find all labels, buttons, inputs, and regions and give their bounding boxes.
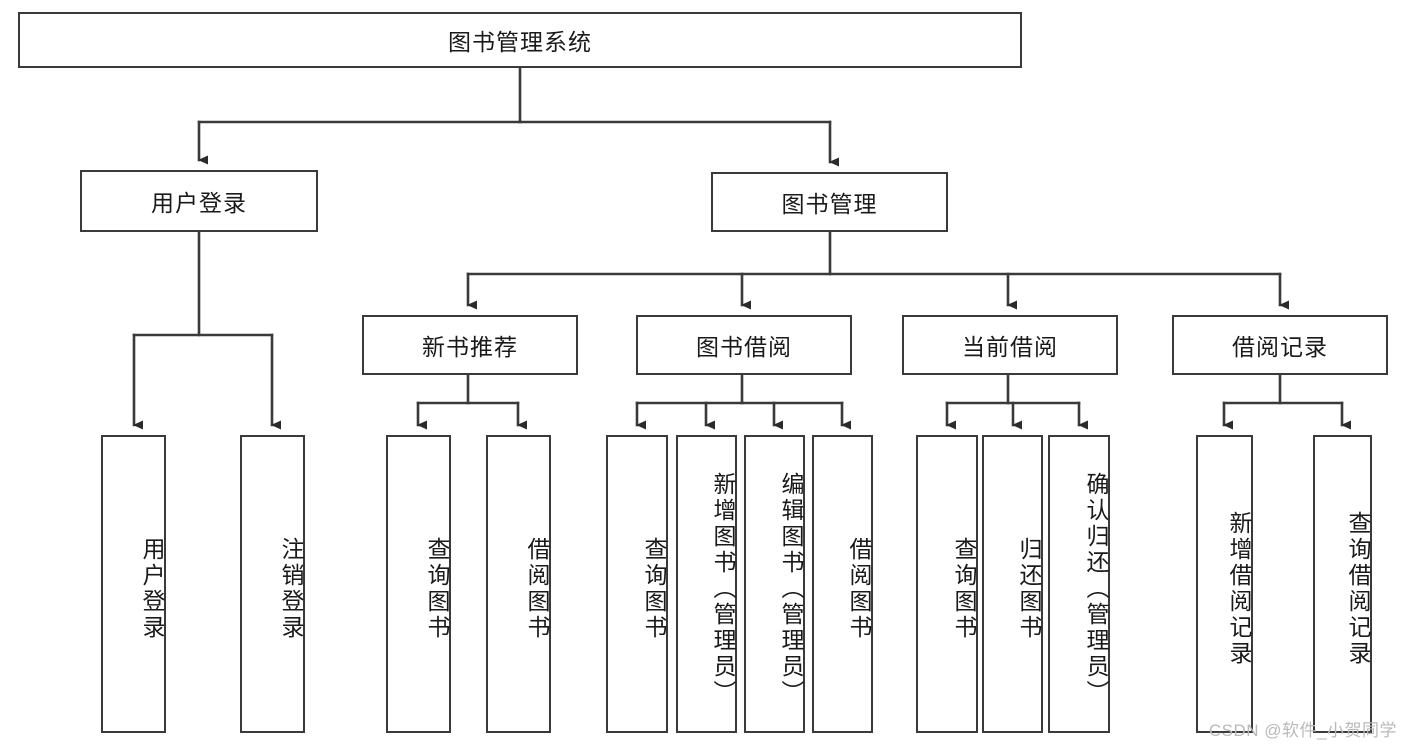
node-leaf-logout-login-label: 注销登录	[278, 537, 304, 641]
node-root[interactable]: 图书管理系统	[18, 12, 1022, 68]
node-leaf-user-login[interactable]: 用户登录	[101, 435, 166, 733]
node-borrow-record[interactable]: 借阅记录	[1172, 315, 1388, 375]
node-book-manage-label: 图书管理	[781, 191, 878, 217]
node-leaf-add-record[interactable]: 新增借阅记录	[1196, 435, 1253, 733]
node-leaf-borrow-book-1-label: 借阅图书	[524, 537, 550, 641]
node-leaf-query-record[interactable]: 查询借阅记录	[1313, 435, 1372, 733]
node-new-book-recommend-label: 新书推荐	[422, 334, 518, 360]
node-leaf-borrow-book-2[interactable]: 借阅图书	[812, 435, 873, 733]
node-leaf-return-book-label: 归还图书	[1016, 537, 1042, 641]
node-root-label: 图书管理系统	[448, 29, 592, 55]
node-new-book-recommend[interactable]: 新书推荐	[362, 315, 578, 375]
node-leaf-query-book-3[interactable]: 查询图书	[916, 435, 978, 733]
node-current-borrow-label: 当前借阅	[962, 334, 1058, 360]
node-current-borrow[interactable]: 当前借阅	[902, 315, 1118, 375]
node-leaf-confirm-return[interactable]: 确认归还（管理员）	[1048, 435, 1110, 733]
node-leaf-query-record-label: 查询借阅记录	[1345, 511, 1371, 667]
node-leaf-add-book-label: 新增图书（管理员）	[710, 472, 736, 706]
node-book-manage[interactable]: 图书管理	[711, 172, 948, 232]
node-leaf-user-login-label: 用户登录	[139, 537, 165, 641]
node-leaf-query-book-2-label: 查询图书	[641, 537, 667, 641]
csdn-watermark: CSDN @软件_小贺同学	[1208, 721, 1397, 740]
node-leaf-edit-book-label: 编辑图书（管理员）	[778, 472, 804, 706]
node-leaf-add-record-label: 新增借阅记录	[1226, 511, 1252, 667]
node-borrow-record-label: 借阅记录	[1232, 334, 1328, 360]
node-leaf-confirm-return-label: 确认归还（管理员）	[1083, 472, 1109, 706]
node-leaf-edit-book[interactable]: 编辑图书（管理员）	[744, 435, 805, 733]
node-leaf-query-book-1[interactable]: 查询图书	[386, 435, 451, 733]
node-book-borrow-label: 图书借阅	[696, 334, 792, 360]
node-leaf-logout-login[interactable]: 注销登录	[240, 435, 305, 733]
node-leaf-query-book-2[interactable]: 查询图书	[606, 435, 668, 733]
node-leaf-add-book[interactable]: 新增图书（管理员）	[676, 435, 737, 733]
node-user-login-label: 用户登录	[151, 190, 247, 216]
node-book-borrow[interactable]: 图书借阅	[636, 315, 852, 375]
node-leaf-borrow-book-2-label: 借阅图书	[846, 537, 872, 641]
node-leaf-query-book-3-label: 查询图书	[951, 537, 977, 641]
node-leaf-return-book[interactable]: 归还图书	[982, 435, 1043, 733]
node-leaf-borrow-book-1[interactable]: 借阅图书	[486, 435, 551, 733]
node-user-login[interactable]: 用户登录	[80, 170, 318, 232]
node-leaf-query-book-1-label: 查询图书	[424, 537, 450, 641]
